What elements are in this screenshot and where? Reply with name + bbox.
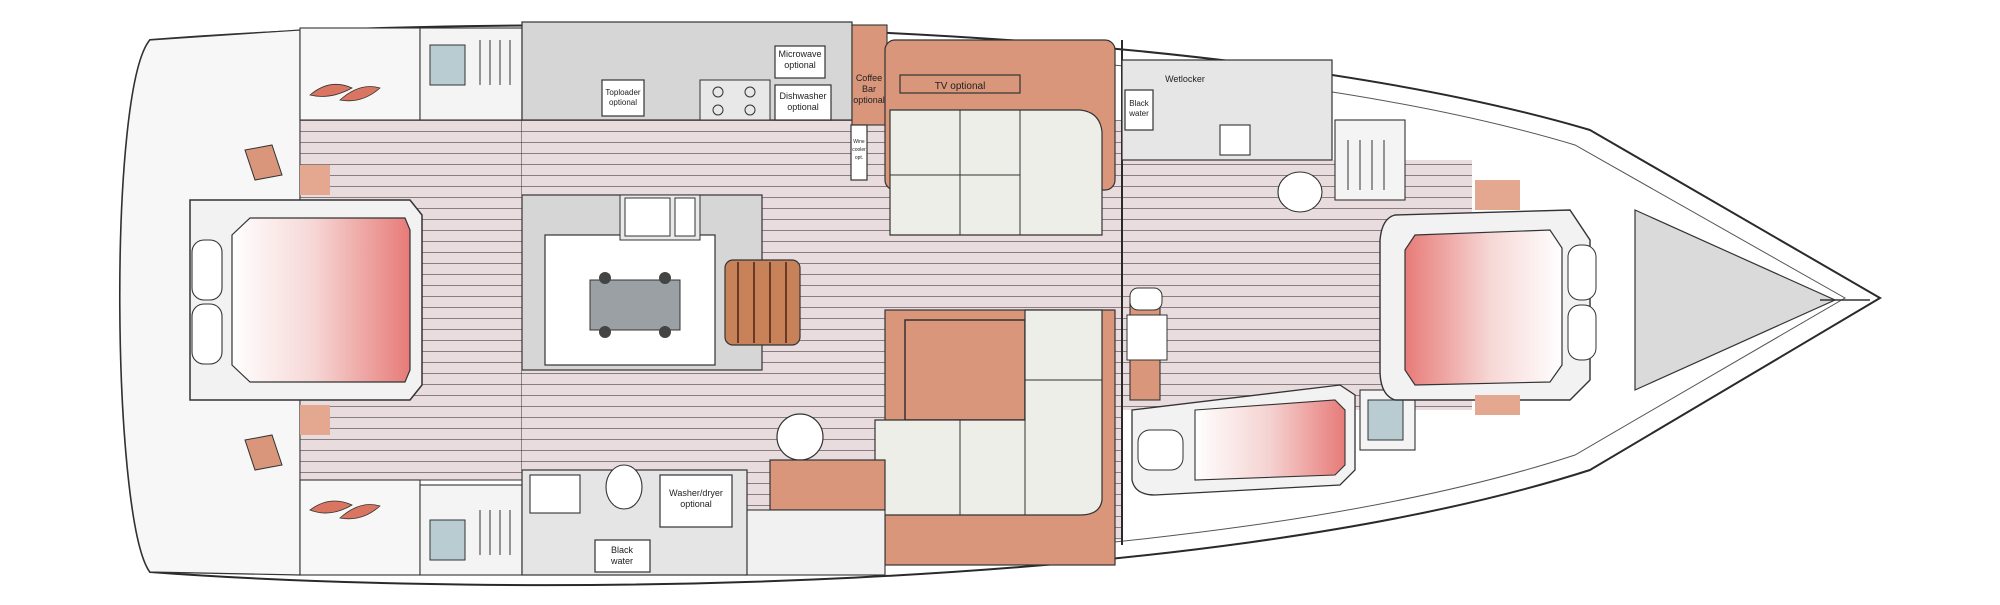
companionway-stairs [724,259,801,346]
svg-text:optional: optional [609,98,637,107]
svg-text:Microwave: Microwave [778,49,821,59]
label-microwave: Microwave optional [778,49,821,70]
stbd-shirt-icon [1367,399,1404,441]
svg-text:optional: optional [853,95,885,105]
nav-cabinet [744,509,886,576]
svg-text:water: water [610,556,633,566]
washer-dryer-box [659,474,733,528]
aft-pillow-2 [191,303,223,365]
fwd-stool [1129,287,1163,311]
svg-text:Wine: Wine [853,139,865,145]
label-coffee-bar: Coffee Bar optional [853,73,885,105]
svg-text:cooler: cooler [852,147,866,153]
fish-decor-icon-bottom [309,500,381,520]
microwave-box [774,45,826,79]
sink-basin-2 [674,197,696,237]
fwd-pillow-1 [1567,244,1597,301]
saloon-settee-top [889,109,1103,236]
svg-text:optional: optional [784,60,816,70]
label-black-water-fwd: Black water [1128,99,1150,118]
fwd-pillow-2 [1567,304,1597,361]
galley-table-center [589,279,681,331]
fwd-toilet [1277,171,1323,213]
aft-bed-mattress [231,217,411,383]
fwd-orange-panel-1 [1475,180,1520,210]
fwd-sink [1219,124,1251,156]
black-water-fwd-box [1124,89,1154,131]
svg-text:Bar: Bar [862,84,876,94]
aft-sink [529,474,581,514]
svg-text:Dishwasher: Dishwasher [779,91,826,101]
aft-locker-top [299,27,421,121]
nav-station [769,459,886,511]
shirt-icon-top [429,44,466,86]
svg-text:optional: optional [787,102,819,112]
svg-text:Black: Black [1129,99,1150,108]
label-dishwasher: Dishwasher optional [779,91,826,112]
shirt-icon-bottom [429,519,466,561]
svg-text:Washer/dryer: Washer/dryer [669,488,723,498]
galley-stove [699,79,771,121]
fwd-shelf-unit [1126,314,1168,361]
sink-basin-1 [624,197,671,237]
aft-locker-bottom [299,479,421,576]
svg-text:Coffee: Coffee [856,73,882,83]
nav-stool [776,413,824,461]
wine-cooler-box [850,124,868,181]
fwd-orange-panel-2 [1475,395,1520,415]
anchor-locker [1634,209,1837,391]
svg-text:Black: Black [611,545,634,555]
aft-orange-step-1 [244,144,283,181]
hanger-lines-top [479,40,511,85]
label-wetlocker: Wetlocker [1165,74,1205,84]
stbd-pillow [1137,429,1184,471]
fwd-cabin-mattress [1404,229,1563,386]
fwd-locker [1334,119,1406,201]
hanger-lines-bottom [479,510,511,555]
svg-text:water: water [1128,109,1149,118]
label-black-water-aft: Black water [610,545,634,566]
svg-text:opt.: opt. [855,155,863,161]
aft-orange-step-2 [244,434,283,471]
label-wine-cooler: Wine cooler opt. [852,139,866,161]
svg-text:Toploader: Toploader [605,88,640,97]
fish-decor-icon [309,83,381,102]
label-toploader: Toploader optional [605,88,640,107]
aft-toilet [605,464,643,510]
label-washer-dryer: Washer/dryer optional [669,488,723,509]
aft-orange-panel-2 [300,405,330,435]
aft-orange-panel-1 [300,165,330,195]
saloon-table [904,319,1026,421]
label-tv: TV optional [935,81,986,92]
aft-pillow-1 [191,239,223,301]
stbd-cabin-mattress [1194,399,1346,481]
black-water-aft-box [594,539,651,573]
dishwasher-box [774,84,832,121]
toploader-box [601,79,645,117]
tv-optional-box [899,74,1021,94]
svg-text:optional: optional [680,499,712,509]
